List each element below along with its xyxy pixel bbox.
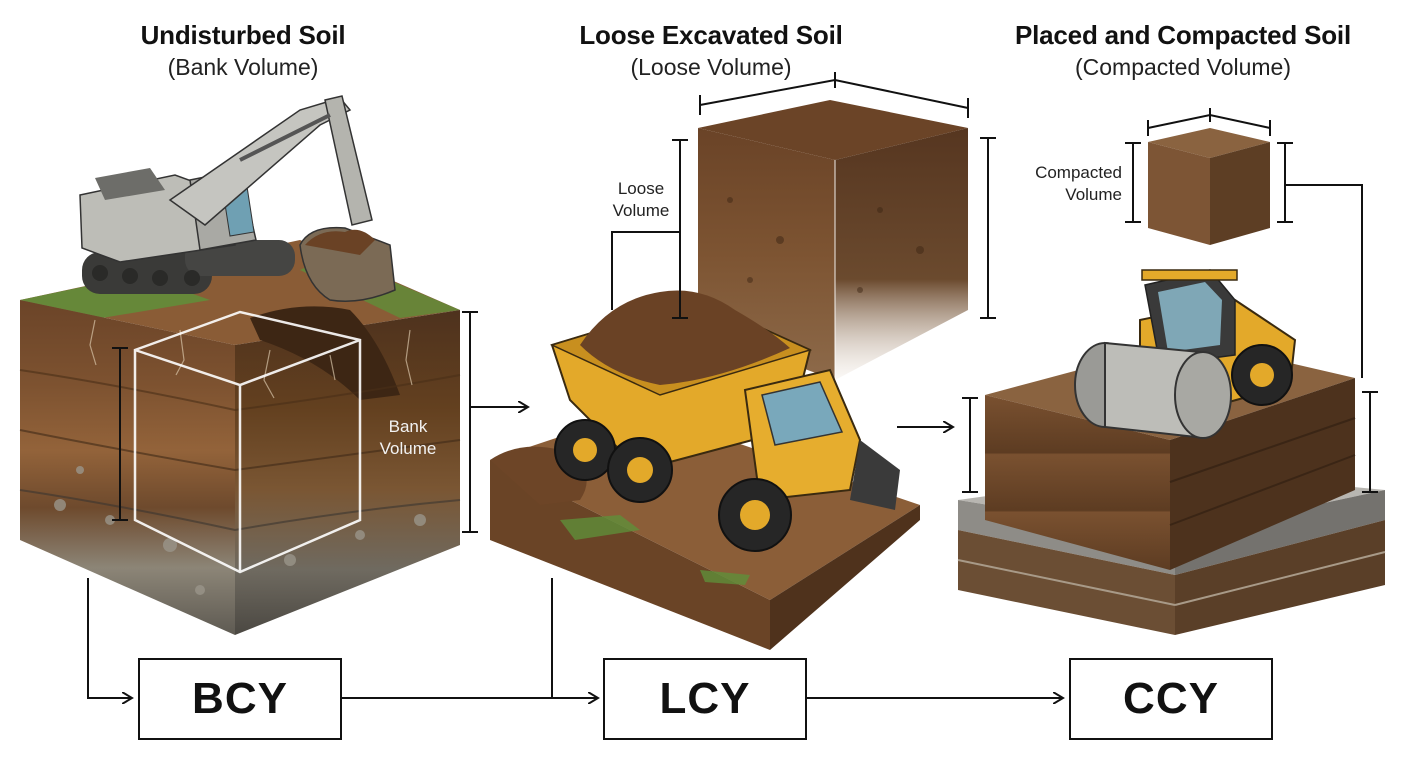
- compacted-volume-label: Compacted Volume: [1035, 163, 1122, 204]
- compacted-volume-cube: [1148, 128, 1270, 245]
- compacted-dimension-lines: [962, 108, 1378, 493]
- loose-volume-label: Loose Volume: [612, 179, 670, 220]
- bank-volume-outline: [133, 310, 362, 574]
- roller-compactor-icon: [1074, 269, 1297, 440]
- stage-2-subtitle: (Loose Volume): [630, 54, 792, 80]
- stage-3-subtitle: (Compacted Volume): [1074, 54, 1292, 80]
- ccy-box: CCY: [1069, 658, 1273, 740]
- code-connectors: [87, 578, 1063, 698]
- bank-volume-label: Bank Volume: [379, 417, 437, 458]
- dump-truck-icon: [549, 290, 900, 552]
- undisturbed-soil-block: [19, 240, 461, 635]
- loose-dimension-lines: [611, 72, 996, 319]
- stage-2-title: Loose Excavated Soil: [579, 20, 843, 50]
- lcy-box: LCY: [603, 658, 807, 740]
- stage-3-title: Placed and Compacted Soil: [1015, 20, 1351, 50]
- bank-dimension-lines: [112, 311, 478, 533]
- stage-flow-arrows: [470, 407, 953, 427]
- stage-1-title: Undisturbed Soil: [140, 20, 346, 50]
- bcy-box: BCY: [138, 658, 342, 740]
- excavator-icon: [79, 95, 396, 302]
- stage-1-subtitle: (Bank Volume): [167, 54, 319, 80]
